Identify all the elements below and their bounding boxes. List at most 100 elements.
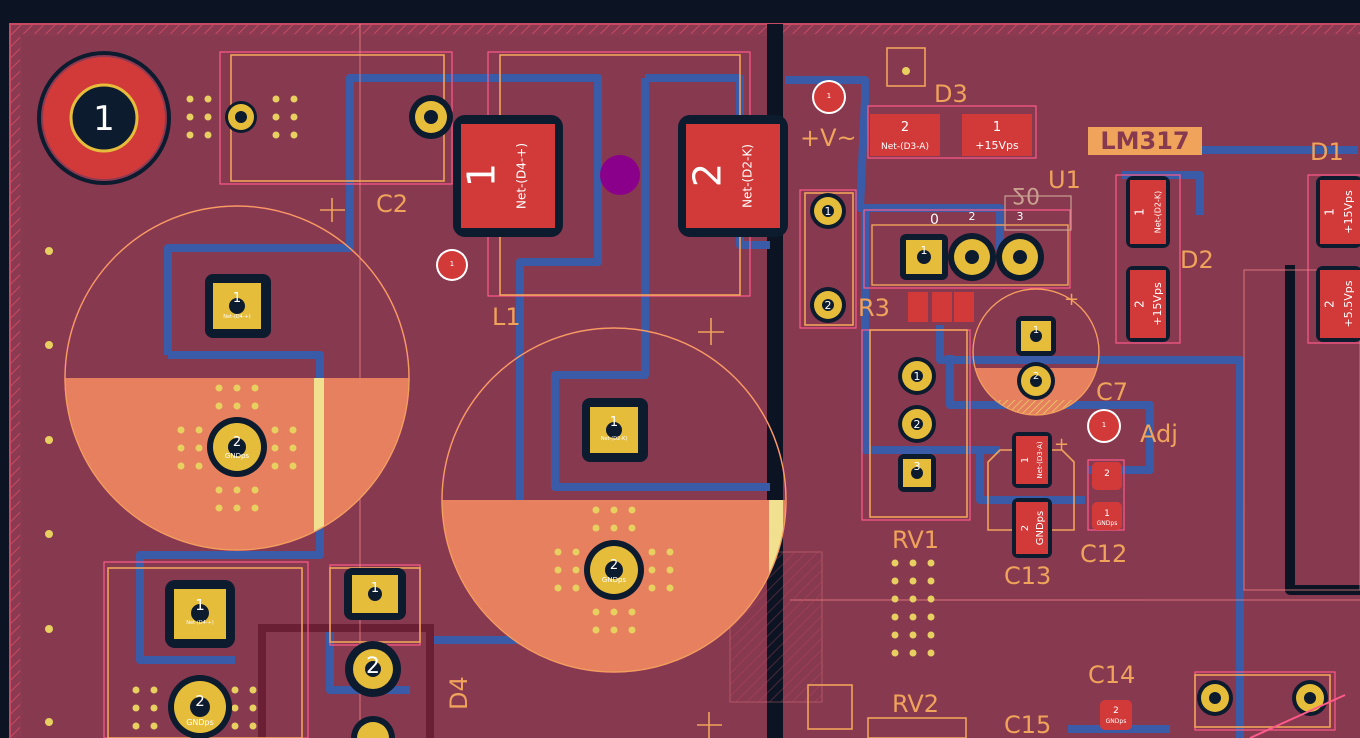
cap-left-pad-1[interactable]: 1 Net-(D4-+) (205, 274, 271, 338)
via-cluster-cap-left (177, 384, 297, 512)
ref-c12: C12 (1080, 540, 1127, 568)
cursor-marker[interactable] (600, 155, 640, 195)
ref-r3: R3 (858, 294, 890, 322)
pad-c2-left[interactable] (225, 101, 257, 133)
rv1-pad-3[interactable]: 3 (898, 454, 936, 492)
cap-middle-pad-1[interactable]: 1 Net-(D2-K) (582, 398, 648, 462)
d1-pad-2-number: 2 (1323, 300, 1337, 308)
ref-d3: D3 (934, 80, 968, 108)
d1-pad-2[interactable]: 2 +5.5Vps (1316, 266, 1360, 342)
d1-pad-1-number: 1 (1323, 208, 1337, 216)
c13-pad-2[interactable]: 2 GNDps (1012, 498, 1052, 558)
rv1-pad-1[interactable]: 1 (898, 357, 936, 395)
label-adj: Adj (1140, 420, 1178, 448)
via-adj[interactable]: 1 (1087, 409, 1121, 443)
cap-middle-pad-2[interactable]: 2 GNDps (584, 540, 644, 600)
back-copper-dark (258, 624, 434, 738)
c7-pad-1-number: 1 (1033, 325, 1039, 336)
c12-pad-net: GNDps (1097, 520, 1118, 527)
bottom-left-pad-2-number: 2 (195, 692, 205, 710)
ref-c15: C15 (1004, 711, 1051, 738)
c7-pad-2[interactable]: 2 (1017, 362, 1055, 400)
d3-square-pad-dot (902, 67, 910, 75)
r3-pad-2[interactable]: 2 (810, 287, 846, 323)
cap-middle-pad-2-number: 2 (610, 558, 618, 573)
via-vplus[interactable]: 1 (812, 80, 846, 114)
c14-pad-2[interactable]: 2 GNDps (1100, 700, 1132, 730)
d4-pad-2[interactable]: 2 (345, 641, 401, 697)
board-edge-hatch (10, 24, 1360, 34)
mounting-hole-number: 1 (93, 99, 115, 139)
d3-pad-2-number: 2 (901, 120, 909, 135)
edge-vias (45, 247, 53, 726)
u1-pad-2[interactable]: 2 (948, 210, 996, 281)
c12-pad-1-number: 1 (1104, 509, 1110, 519)
bottom-left-pad-2-net: GNDps (186, 718, 214, 727)
via-adj-label: 1 (1102, 421, 1106, 429)
d1-pad-1-net: +15Vps (1342, 190, 1355, 234)
rv1-pad-2[interactable]: 2 (898, 405, 936, 443)
l1-pad-1[interactable]: 1 Net-(D4-+) (453, 115, 563, 237)
r3-pad-1-number: 1 (825, 205, 832, 218)
ref-d4: D4 (445, 676, 473, 710)
rv1-pad-3-number: 3 (914, 460, 921, 473)
label-number-0: 0 (930, 212, 939, 228)
bottom-right-pad-left[interactable] (1197, 680, 1233, 716)
l1-pad-2-number: 2 (686, 163, 730, 187)
ref-u1: U1 (1048, 166, 1081, 194)
l1-pad-2-net: Net-(D2-K) (741, 144, 755, 208)
cap-left-pad-2[interactable]: 2 GNDps (207, 417, 267, 477)
board-edge-hatch-left (10, 24, 20, 738)
label-plus-c7: + (1064, 289, 1079, 310)
d3-pad-1[interactable]: 1 +15Vps (962, 114, 1032, 156)
d2-pad-2[interactable]: 2 +15Vps (1126, 266, 1170, 342)
mounting-hole-1[interactable]: 1 (37, 51, 171, 185)
u1-pad-3[interactable]: 3 (996, 210, 1044, 281)
u1-pad-1[interactable]: 1 (900, 234, 948, 280)
d2-pad-1[interactable]: 1 Net-(D2-K) (1126, 176, 1170, 248)
r3-pad-2-number: 2 (825, 299, 832, 312)
courtyard-diagonal (1249, 694, 1346, 738)
u1-fab-box (1004, 195, 1072, 231)
d1-pad-1[interactable]: 1 +15Vps (1316, 176, 1360, 248)
u1-small-pads (908, 292, 974, 322)
c14-pad-2-number: 2 (1113, 706, 1119, 716)
cap-left-pad-1-number: 1 (233, 291, 241, 306)
d4-pad-1-number: 1 (371, 581, 379, 596)
ref-d2: D2 (1180, 246, 1214, 274)
via-c2[interactable]: 1 (436, 249, 468, 281)
d3-pad-1-net: +15Vps (975, 139, 1019, 152)
u1-pad-1-number: 1 (921, 244, 928, 257)
d3-pad-2-net: Net-(D3-A) (881, 142, 929, 152)
r3-pad-1[interactable]: 1 (810, 193, 846, 229)
via-cluster-bottom-left (132, 686, 257, 730)
c12-pads[interactable]: 2 1 GNDps (1092, 462, 1122, 530)
lm317-label-text: LM317 (1100, 127, 1189, 155)
ref-l1: L1 (492, 303, 521, 331)
d3-pad-2[interactable]: 2 Net-(D3-A) (870, 114, 940, 156)
c7-pad-1[interactable]: 1 (1016, 316, 1056, 356)
c7-pad-2-number: 2 (1033, 371, 1039, 382)
via-cluster-top (186, 95, 298, 139)
bottom-left-pad-1-net: Net-(D4-+) (186, 620, 214, 626)
u1-pad-3-number: 3 (1017, 210, 1024, 223)
c13-pad-1[interactable]: 1 Net-(D3-A) (1012, 432, 1052, 488)
c12-pad-2-number: 2 (1104, 469, 1110, 479)
bottom-left-pad-2[interactable]: 2 GNDps (168, 675, 232, 738)
rv1-pad-1-number: 1 (914, 370, 921, 383)
bottom-left-pad-1-number: 1 (195, 596, 205, 614)
u1-pad-2-number: 2 (969, 210, 976, 223)
d2-pad-2-net: +15Vps (1151, 282, 1164, 326)
cap-left-pad-2-net: GNDps (225, 452, 249, 460)
d4-pad-1[interactable]: 1 (344, 568, 406, 620)
d2-pad-1-net: Net-(D2-K) (1154, 191, 1163, 234)
l1-pad-2[interactable]: 2 Net-(D2-K) (678, 115, 788, 237)
d4-pad-2-number: 2 (366, 654, 380, 679)
d2-pad-1-number: 1 (1133, 208, 1147, 216)
pad-c2-right[interactable] (409, 95, 453, 139)
d3-pad-1-number: 1 (993, 120, 1001, 135)
c14-pad-net: GNDps (1106, 718, 1127, 725)
bottom-left-pad-1[interactable]: 1 Net-(D4-+) (165, 580, 235, 648)
rv1-pad-2-number: 2 (914, 418, 921, 431)
